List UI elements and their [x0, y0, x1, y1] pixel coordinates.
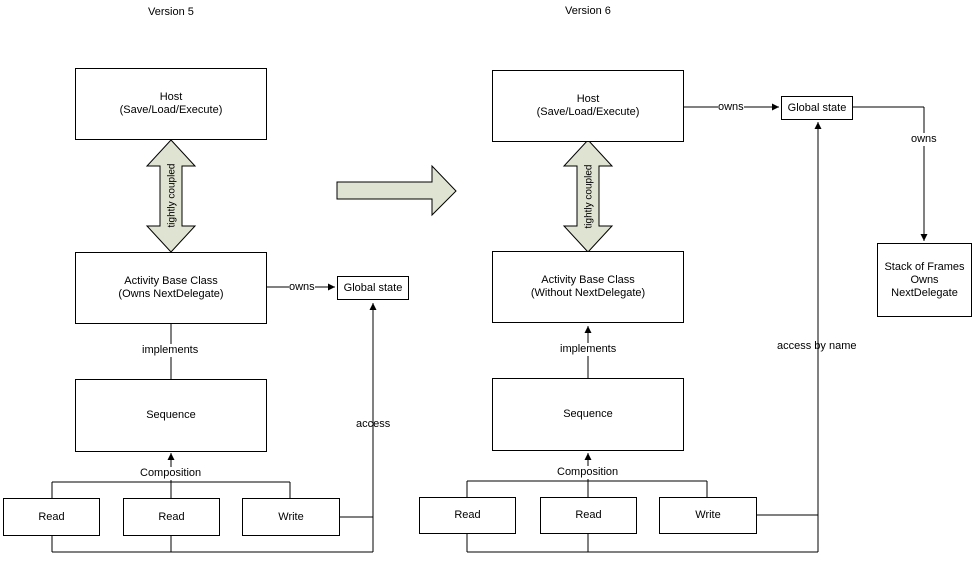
read-text: Read — [575, 509, 602, 521]
activity-base-class-box-v5: Activity Base Class (Owns NextDelegate) — [75, 252, 267, 324]
tightly-coupled-label-v6: tightly coupled — [583, 164, 595, 229]
stack-line-2: Owns — [910, 273, 939, 286]
global-state-text: Global state — [343, 281, 403, 294]
write-text: Write — [695, 509, 721, 521]
host-subtitle: (Save/Load/Execute) — [119, 104, 223, 116]
access-by-name-label-v6: access by name — [777, 340, 857, 352]
global-state-box-v6: Global state — [781, 96, 853, 120]
global-state-box-v5: Global state — [337, 276, 409, 300]
owns-label-v5: owns — [289, 281, 315, 294]
composition-connector-v6 — [466, 453, 818, 553]
sequence-text: Sequence — [563, 408, 613, 420]
sequence-text: Sequence — [146, 409, 196, 421]
composition-label-v6: Composition — [557, 466, 619, 479]
access-connector-v5 — [340, 303, 377, 552]
write-box-v5: Write — [242, 498, 340, 536]
implements-label-v6: implements — [560, 343, 617, 356]
activity-title: Activity Base Class — [124, 275, 218, 287]
read-box-2-v5: Read — [123, 498, 220, 536]
stack-line-3: NextDelegate — [891, 286, 958, 299]
host-subtitle: (Save/Load/Execute) — [536, 106, 640, 118]
owns-connector-stack-v6 — [853, 106, 928, 241]
version-5-title: Version 5 — [148, 6, 194, 18]
write-text: Write — [278, 510, 304, 523]
composition-label-v5: Composition — [140, 467, 202, 480]
activity-base-class-box-v6: Activity Base Class (Without NextDelegat… — [492, 251, 684, 323]
read-text: Read — [454, 509, 481, 521]
read-text: Read — [158, 510, 185, 523]
owns-label-stack-v6: owns — [911, 133, 937, 146]
implements-label-v5: implements — [142, 344, 199, 357]
global-state-text: Global state — [787, 101, 847, 114]
version-transition-arrow — [336, 164, 457, 217]
owns-label-host-v6: owns — [718, 101, 744, 114]
activity-title: Activity Base Class — [541, 274, 635, 286]
stack-of-frames-box-v6: Stack of Frames Owns NextDelegate — [877, 243, 972, 317]
host-title: Host — [576, 93, 600, 105]
stack-line-1: Stack of Frames — [884, 260, 965, 273]
sequence-box-v5: Sequence — [75, 379, 267, 452]
read-text: Read — [38, 510, 65, 523]
host-title: Host — [159, 91, 183, 103]
read-box-1-v5: Read — [3, 498, 100, 536]
host-box-v5: Host (Save/Load/Execute) — [75, 68, 267, 140]
read-box-2-v6: Read — [540, 497, 637, 534]
host-box-v6: Host (Save/Load/Execute) — [492, 70, 684, 142]
activity-subtitle: (Owns NextDelegate) — [118, 288, 224, 300]
read-box-1-v6: Read — [419, 497, 516, 534]
access-by-name-connector-v6 — [757, 122, 822, 552]
activity-subtitle: (Without NextDelegate) — [530, 287, 646, 299]
access-label-v5: access — [356, 418, 391, 430]
version-6-title: Version 6 — [565, 5, 611, 17]
write-box-v6: Write — [659, 497, 757, 534]
tightly-coupled-label-v5: tightly coupled — [166, 163, 178, 228]
sequence-box-v6: Sequence — [492, 378, 684, 451]
